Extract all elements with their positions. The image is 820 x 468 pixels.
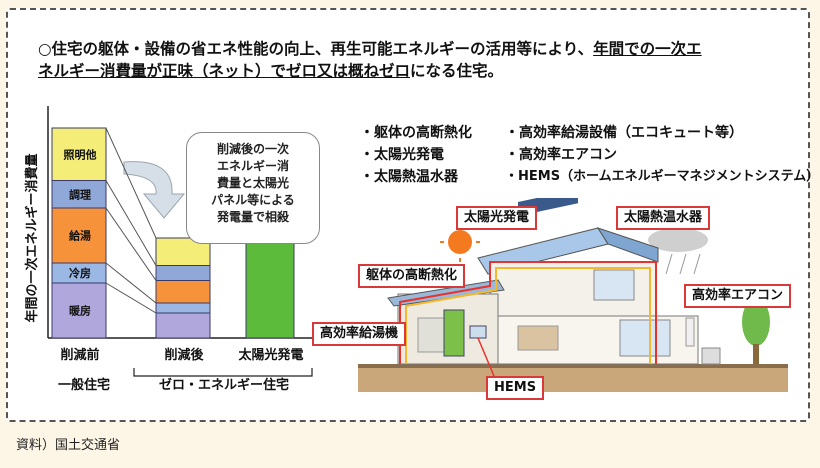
water-heater-unit <box>443 309 465 357</box>
intro-text: ○住宅の躯体・設備の省エネ性能の向上、再生可能エネルギーの活用等により、年間での… <box>38 40 702 80</box>
feature-list-right: ・高効率給湯設備（エコキュート等） ・高効率エアコン ・HEMS（ホームエネルギ… <box>505 122 819 188</box>
bar-segment <box>245 237 295 339</box>
connector-line <box>105 262 157 304</box>
insulation-outline-inner <box>405 267 651 364</box>
bar-segment <box>51 127 107 181</box>
feature-insulation: ・躯体の高断熱化 <box>360 125 472 141</box>
feature-list-left: ・躯体の高断熱化 ・太陽光発電 ・太陽熱温水器 <box>360 122 472 188</box>
segment-label: 暖房 <box>69 304 91 318</box>
reduction-arrow <box>123 161 186 219</box>
group-label-general: 一般住宅 <box>58 377 110 393</box>
tag-water-heater: 高効率給湯機 <box>312 322 407 346</box>
tag-solar-water: 太陽熱温水器 <box>616 206 711 230</box>
group-label-zeh: ゼロ・エネルギー住宅 <box>159 377 289 393</box>
col-label-after: 削減後 <box>164 347 204 363</box>
connector-line <box>105 282 157 314</box>
source-note: 資料）国土交通省 <box>16 438 121 453</box>
tree-trunk <box>753 344 759 364</box>
furniture <box>517 325 559 351</box>
bar-segment <box>155 280 211 304</box>
reduction-callout: 削減後の一次 エネルギー消 費量と太陽光 パネル等による 発電量で相殺 <box>186 132 320 244</box>
tag-hems: HEMS <box>486 376 545 400</box>
connector-line <box>105 180 157 266</box>
sun-icon <box>448 230 472 254</box>
window <box>619 319 671 357</box>
group-bracket-zeh <box>133 368 313 377</box>
ground <box>358 366 788 392</box>
chart-ylabel: 年間の一次エネルギー消費量 <box>24 153 40 322</box>
bar-segment <box>155 302 211 314</box>
tag-solar-pv: 太陽光発電 <box>456 206 538 230</box>
insulation-outline <box>399 261 657 364</box>
segment-label: 冷房 <box>69 266 91 280</box>
bar-segment <box>155 265 211 281</box>
house-illustration <box>358 198 788 392</box>
bar-segment <box>155 237 211 266</box>
connector-line <box>105 127 157 239</box>
hems-line <box>477 337 495 377</box>
bar-segment <box>51 207 107 264</box>
feature-solar-water: ・太陽熱温水器 <box>360 169 458 185</box>
feature-aircon: ・高効率エアコン <box>505 147 617 163</box>
bar-segment <box>51 180 107 209</box>
tree-icon <box>742 298 770 346</box>
hems-device <box>469 325 487 339</box>
tag-insulation: 躯体の高断熱化 <box>358 264 466 288</box>
segment-label: 調理 <box>69 187 91 201</box>
segment-label: 照明他 <box>64 147 97 161</box>
feature-hems: ・HEMS（ホームエネルギーマネジメントシステム） <box>505 169 820 184</box>
tag-aircon: 高効率エアコン <box>684 284 792 308</box>
window <box>593 269 635 301</box>
outdoor-unit <box>701 347 721 365</box>
feature-water-heater: ・高効率給湯設備（エコキュート等） <box>505 125 743 141</box>
connector-line <box>105 207 157 281</box>
aircon-unit <box>685 317 695 347</box>
bar-segment <box>155 312 211 339</box>
feature-solar-pv: ・太陽光発電 <box>360 147 444 163</box>
cloud-icon <box>648 228 708 252</box>
col-label-before: 削減前 <box>60 347 99 363</box>
ground-line <box>358 364 788 368</box>
house-roof-right <box>596 227 659 263</box>
col-label-solar: 太陽光発電 <box>237 347 303 363</box>
segment-label: 給湯 <box>69 229 91 243</box>
